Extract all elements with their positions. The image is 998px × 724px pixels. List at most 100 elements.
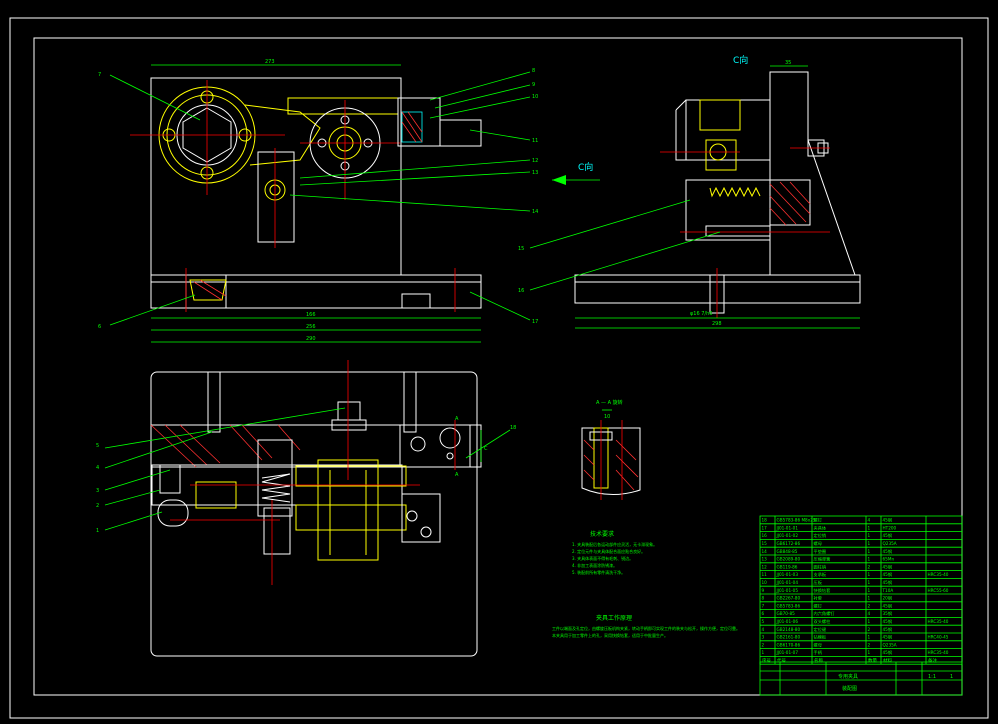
bom-cell: 1 bbox=[868, 650, 871, 655]
tech-req-line-2: 2. 定位元件与夹具体配合面应贴合良好。 bbox=[572, 548, 645, 554]
work-desc-line-1: 工件以端面及孔定位，由螺旋压板机构夹紧，转动手柄即可实现工件的装夹与松开，操作方… bbox=[552, 625, 740, 631]
tech-req-line-1: 1. 夹具装配后各运动部件应灵活，无卡滞现象。 bbox=[572, 541, 657, 547]
bom-cell: 45钢 bbox=[883, 649, 893, 656]
work-desc-line-2: 本夹具用于加工零件上的孔，采用快换钻套，适用于中批量生产。 bbox=[552, 632, 668, 638]
section-title: A — A 旋转 bbox=[596, 399, 623, 406]
callout-10: 10 bbox=[532, 94, 538, 100]
bom-cell: 螺母 bbox=[814, 641, 822, 648]
bom-cell: GB5783-86 bbox=[777, 603, 801, 608]
dim-bottom-w1: 166 bbox=[306, 312, 316, 318]
dim-top-width: 273 bbox=[265, 59, 275, 65]
callout-14: 14 bbox=[532, 209, 538, 215]
bom-cell: 圆柱销 bbox=[814, 563, 827, 570]
section-marker-a-top: A bbox=[455, 416, 459, 422]
bom-cell: 45钢 bbox=[883, 634, 893, 641]
bom-cell: GB848-85 bbox=[777, 549, 798, 554]
c-view-arrow-label: C向 bbox=[578, 161, 593, 173]
tech-requirements: 技术要求 1. 夹具装配后各运动部件应灵活，无卡滞现象。 2. 定位元件与夹具体… bbox=[572, 530, 657, 575]
bom-cell: 3 bbox=[762, 635, 765, 640]
bom-cell: HRC35-40 bbox=[928, 650, 949, 655]
callout-8: 8 bbox=[532, 68, 535, 74]
bom-cell: 1 bbox=[868, 635, 871, 640]
callout-15: 15 bbox=[518, 246, 524, 252]
bom-cell: 45钢 bbox=[883, 571, 893, 578]
bom-cell: HT200 bbox=[883, 525, 897, 530]
bom-cell: 2 bbox=[762, 642, 765, 647]
bom-cell: 压板 bbox=[814, 579, 823, 586]
work-desc-title: 夹具工作原理 bbox=[596, 614, 632, 622]
bom-cell: 2 bbox=[868, 564, 871, 569]
callout-9: 9 bbox=[532, 82, 535, 88]
front-view-leaders: 7 6 8 9 10 11 12 13 14 17 C向 bbox=[98, 68, 600, 330]
bom-cell: JJ01-01-06 bbox=[776, 619, 799, 624]
dim-bottom-w3: 290 bbox=[306, 336, 316, 342]
callout-3: 3 bbox=[96, 488, 99, 494]
bom-cell: HRC40-45 bbox=[928, 635, 949, 640]
bom-cell: 手柄 bbox=[814, 649, 822, 656]
title-block-scale: 1:1 bbox=[928, 674, 936, 680]
bom-cell: 18 bbox=[762, 518, 768, 523]
work-description: 夹具工作原理 工件以端面及孔定位，由螺旋压板机构夹紧，转动手柄即可实现工件的装夹… bbox=[552, 614, 740, 638]
bom-cell: 45钢 bbox=[883, 579, 893, 586]
title-block: 专用夹具 装配图 1:1 1 bbox=[759, 661, 963, 696]
dim-right-top: 35 bbox=[785, 60, 791, 66]
bom-cell: 13 bbox=[762, 557, 768, 562]
callout-18: 18 bbox=[510, 425, 516, 431]
bom-cell: 10 bbox=[762, 580, 768, 585]
bom-cell: 6 bbox=[762, 611, 765, 616]
callout-7: 7 bbox=[98, 72, 101, 78]
bom-cell: JJ01-01-04 bbox=[776, 580, 799, 585]
bom-cell: 内六角螺钉 bbox=[814, 610, 836, 617]
bom-cell: 螺钉 bbox=[814, 517, 823, 524]
bom-cell: GB2089-80 bbox=[777, 557, 801, 562]
title-block-sub: 装配图 bbox=[842, 685, 857, 692]
dim-right-base-w: 298 bbox=[712, 321, 722, 327]
bom-cell: 20钢 bbox=[883, 595, 893, 602]
bom-cell: 1 bbox=[868, 557, 871, 562]
bom-cell: GB5783-86 M8x25 bbox=[777, 518, 816, 523]
callout-4: 4 bbox=[96, 465, 99, 471]
bom-cell: Q235A bbox=[883, 642, 897, 647]
bom-cell: 螺钉 bbox=[814, 602, 823, 609]
tech-req-line-5: 5. 装配前所有零件清洗干净。 bbox=[572, 569, 625, 575]
bom-cell: 7 bbox=[762, 603, 765, 608]
bom-cell: 4 bbox=[868, 611, 871, 616]
bom-cell: GB6170-86 bbox=[777, 642, 801, 647]
bom-cell: GB2267-80 bbox=[777, 596, 801, 601]
callout-16: 16 bbox=[518, 288, 524, 294]
bom-cell: 1 bbox=[762, 650, 765, 655]
bom-cell: Q235A bbox=[883, 541, 897, 546]
top-view: A A C 18 5 4 3 2 1 bbox=[96, 360, 516, 657]
bom-cell: 17 bbox=[762, 525, 768, 530]
bom-cell: 45钢 bbox=[883, 626, 893, 633]
bom-cell: JJ01-01-07 bbox=[776, 650, 799, 655]
bom-header-cell: 材料 bbox=[883, 657, 892, 664]
bom-cell: 1 bbox=[868, 572, 871, 577]
tech-req-title: 技术要求 bbox=[590, 530, 614, 538]
bom-header-cell: 数量 bbox=[868, 657, 877, 664]
bom-cell: HRC55-60 bbox=[928, 588, 949, 593]
bom-cell: 16 bbox=[762, 533, 768, 538]
bom-header-cell: 代号 bbox=[777, 657, 786, 664]
callout-6: 6 bbox=[98, 324, 101, 330]
bom-cell: 9 bbox=[762, 588, 765, 593]
bom-cell: GB70-85 bbox=[777, 611, 796, 616]
callout-12: 12 bbox=[532, 158, 538, 164]
callout-13: 13 bbox=[532, 170, 538, 176]
bom-cell: GB119-86 bbox=[777, 564, 798, 569]
bom-cell: 45钢 bbox=[883, 563, 893, 570]
bom-cell: 1 bbox=[868, 533, 871, 538]
bom-cell: GB2161-80 bbox=[777, 635, 801, 640]
bom-cell: 2 bbox=[868, 603, 871, 608]
bom-cell: 1 bbox=[868, 525, 871, 530]
bom-cell: 8 bbox=[762, 596, 765, 601]
callout-17: 17 bbox=[532, 319, 538, 325]
outer-frame bbox=[9, 17, 989, 719]
bom-cell: 11 bbox=[762, 572, 768, 577]
bom-cell: 定位销 bbox=[814, 532, 827, 539]
bom-cell: 1 bbox=[868, 580, 871, 585]
title-block-name: 专用夹具 bbox=[838, 673, 858, 680]
bom-cell: GB6172-86 bbox=[777, 541, 801, 546]
title-block-sheet: 1 bbox=[950, 674, 953, 680]
